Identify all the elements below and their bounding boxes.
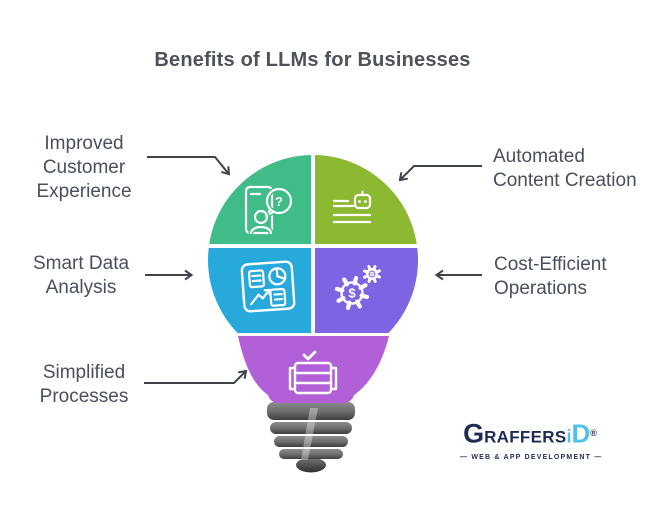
benefit-label-cost-efficient-operations: Cost-Efficient Operations — [494, 253, 672, 301]
base-ridge — [279, 449, 343, 459]
logo-wordmark: GRAFFERSiD® — [460, 419, 600, 452]
quadrant-smart-data-analysis — [208, 248, 311, 333]
ai-content-icon — [332, 190, 372, 224]
label-line: Content Creation — [493, 170, 637, 191]
arrow-simplified-processes — [144, 369, 248, 384]
logo-letter-d: D — [571, 418, 591, 449]
quadrant-automated-content-creation — [315, 155, 418, 244]
connector-arrows — [144, 156, 482, 384]
base-ridge — [274, 436, 348, 447]
process-checklist-icon — [288, 350, 338, 395]
label-line: Experience — [36, 181, 132, 202]
benefit-label-smart-data-analysis: Smart Data Analysis — [5, 252, 157, 300]
label-line: Processes — [39, 386, 129, 407]
label-line: Customer — [42, 157, 126, 178]
bulb-neck-simplified-processes — [238, 336, 389, 403]
graffersid-logo: GRAFFERSiD® — WEB & APP DEVELOPMENT — — [460, 419, 603, 462]
logo-letter-i: i — [566, 426, 572, 447]
base-tip — [296, 457, 326, 473]
bulb-quadrants — [208, 155, 418, 333]
benefit-label-improved-customer-experience: Improved Customer Experience — [8, 132, 160, 204]
logo-raffers: RAFFERS — [484, 427, 567, 447]
quadrant-cost-efficient-operations — [315, 248, 418, 333]
analytics-clipboard-icon — [240, 260, 296, 313]
logo-tagline: — WEB & APP DEVELOPMENT — — [460, 454, 603, 462]
label-line: Automated — [493, 146, 585, 167]
dollar-sign-glyph: $ — [348, 286, 356, 301]
label-line: Smart Data — [32, 253, 130, 274]
page-title: Benefits of LLMs for Businesses — [154, 49, 471, 71]
base-ridge — [267, 402, 355, 420]
registered-mark: ® — [590, 428, 597, 438]
checkmark-glyph — [302, 350, 317, 361]
label-line: Cost-Efficient — [494, 254, 607, 275]
arrow-automated-content-creation — [398, 165, 482, 182]
label-line: Improved — [44, 133, 124, 154]
dollar-gears-icon: $ — [334, 265, 381, 311]
benefit-label-simplified-processes: Simplified Processes — [8, 361, 160, 409]
customer-chat-icon: ? — [244, 185, 294, 236]
base-highlight — [301, 408, 318, 460]
question-mark-glyph: ? — [275, 194, 283, 209]
arrow-improved-customer-experience — [147, 156, 231, 176]
base-ridge — [270, 422, 352, 434]
bulb-screw-base — [267, 402, 355, 473]
label-line: Operations — [494, 278, 587, 299]
benefit-label-automated-content-creation: Automated Content Creation — [493, 145, 671, 193]
label-line: Analysis — [45, 277, 117, 298]
logo-letter-g: G — [463, 418, 485, 449]
label-line: Simplified — [42, 362, 126, 383]
